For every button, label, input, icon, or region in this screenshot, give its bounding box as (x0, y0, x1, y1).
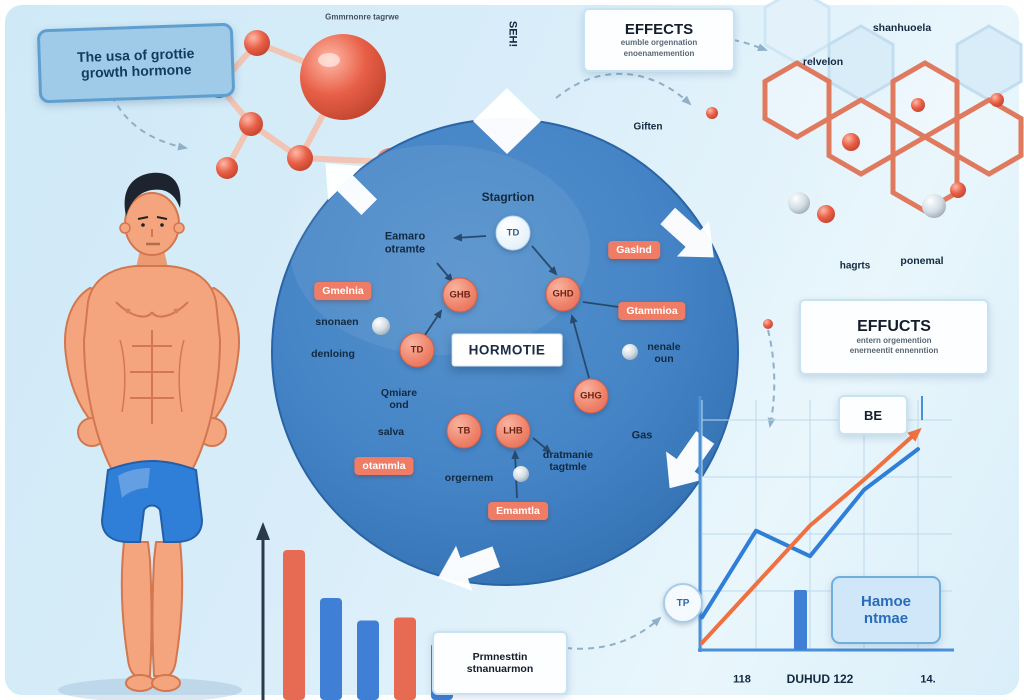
hexagon-molecules (762, 0, 1024, 223)
tp-bubble: TP (663, 583, 703, 623)
dashed-connectors (111, 39, 776, 650)
pill-gmelnia: Gmelnia (314, 282, 372, 300)
effects-box: EFFECTS eumble orgennation enoenamementi… (583, 8, 735, 72)
effucts-line1: entern orgemention (856, 335, 932, 345)
cycle-label-eamaro: Eamaro otramte (385, 230, 425, 255)
cycle-label-nenale: nenale oun (647, 341, 680, 365)
x-tick-14: 14. (920, 673, 936, 686)
be-box: BE (838, 395, 908, 435)
x-tick-duhud: DUHUD 122 (786, 672, 854, 687)
cycle-label-denloing: denloing (311, 347, 355, 360)
effects-line2: enoenamemention (623, 48, 695, 58)
cycle-label-orgernem: orgernem (444, 471, 494, 484)
ponemal-label: ponemal (900, 254, 944, 267)
nenale-line1: nenale (647, 340, 681, 353)
bubble-td-top: TD (495, 215, 531, 251)
qmiare-line2: ond (389, 399, 409, 411)
giften-label: Giften (633, 121, 663, 133)
cycle-label-qmiare: Qmiare ond (381, 387, 417, 411)
dratmanie-line1: dratmanie (542, 448, 594, 461)
molecule-caption: Gmmrnonre tagrwe (325, 12, 399, 22)
effects-line1: eumble orgennation (620, 38, 698, 48)
red-dot (763, 319, 773, 329)
hagrts-label: hagrts (839, 260, 871, 272)
be-label: BE (863, 407, 883, 423)
pill-gaslnd: Gaslnd (608, 241, 660, 259)
relvelon-label: relvelon (802, 55, 844, 68)
cycle-arrows (325, 88, 715, 591)
bottom-caption-line1: Prmnesttin (472, 651, 528, 663)
bubble-ghb: GHB (442, 277, 478, 313)
nenale-line2: oun (654, 353, 674, 365)
effects-title: EFFECTS (624, 21, 694, 39)
bubble-tb: TB (446, 413, 482, 449)
pill-gtammioa: Gtammioa (618, 302, 686, 320)
pill-otammla: otammla (354, 457, 414, 475)
hamoe-box: Hamoe ntmae (831, 576, 941, 644)
eamaro-line2: otramte (384, 243, 426, 255)
cycle-label-salva: salva (377, 425, 405, 438)
cycle-label-gas: Gas (631, 429, 653, 442)
x-tick-118: 118 (733, 673, 751, 686)
bubble-td: TD (399, 332, 435, 368)
pill-emamtla: Emamtla (488, 502, 548, 520)
bottom-caption-box: Prmnesttin stnanuarmon (432, 631, 568, 695)
man-illustration (58, 172, 242, 700)
seh-label: SEH! (506, 20, 519, 48)
effucts-title: EFFUCTS (857, 317, 931, 335)
bottom-caption-line2: stnanuarmon (466, 663, 534, 675)
shanhuoela-label: shanhuoela (872, 21, 932, 34)
effucts-line2: enerneentit ennenntion (849, 346, 939, 355)
cycle-label-stagrtion: Stagrtion (481, 190, 535, 205)
cycle-label-dratmanie: dratmanie tagtmle (543, 449, 593, 473)
effucts-box: EFFUCTS entern orgemention enerneentit e… (799, 299, 989, 375)
title-box: The usa of grottie growth hormone (36, 22, 236, 104)
eamaro-line1: Eamaro (384, 230, 426, 243)
bubble-lhb: LHB (495, 413, 531, 449)
dratmanie-line2: tagtmle (549, 461, 587, 473)
qmiare-line1: Qmiare (380, 386, 418, 399)
hormotie-center-box: HORMOTIE (451, 333, 563, 367)
hamoe-line1: Hamoe (860, 593, 912, 610)
bubble-ghd: GHD (545, 276, 581, 312)
bubble-ghg: GHG (573, 378, 609, 414)
red-dot (706, 107, 718, 119)
hamoe-line2: ntmae (863, 610, 909, 627)
cycle-label-snonaen: snonaen (315, 315, 359, 328)
